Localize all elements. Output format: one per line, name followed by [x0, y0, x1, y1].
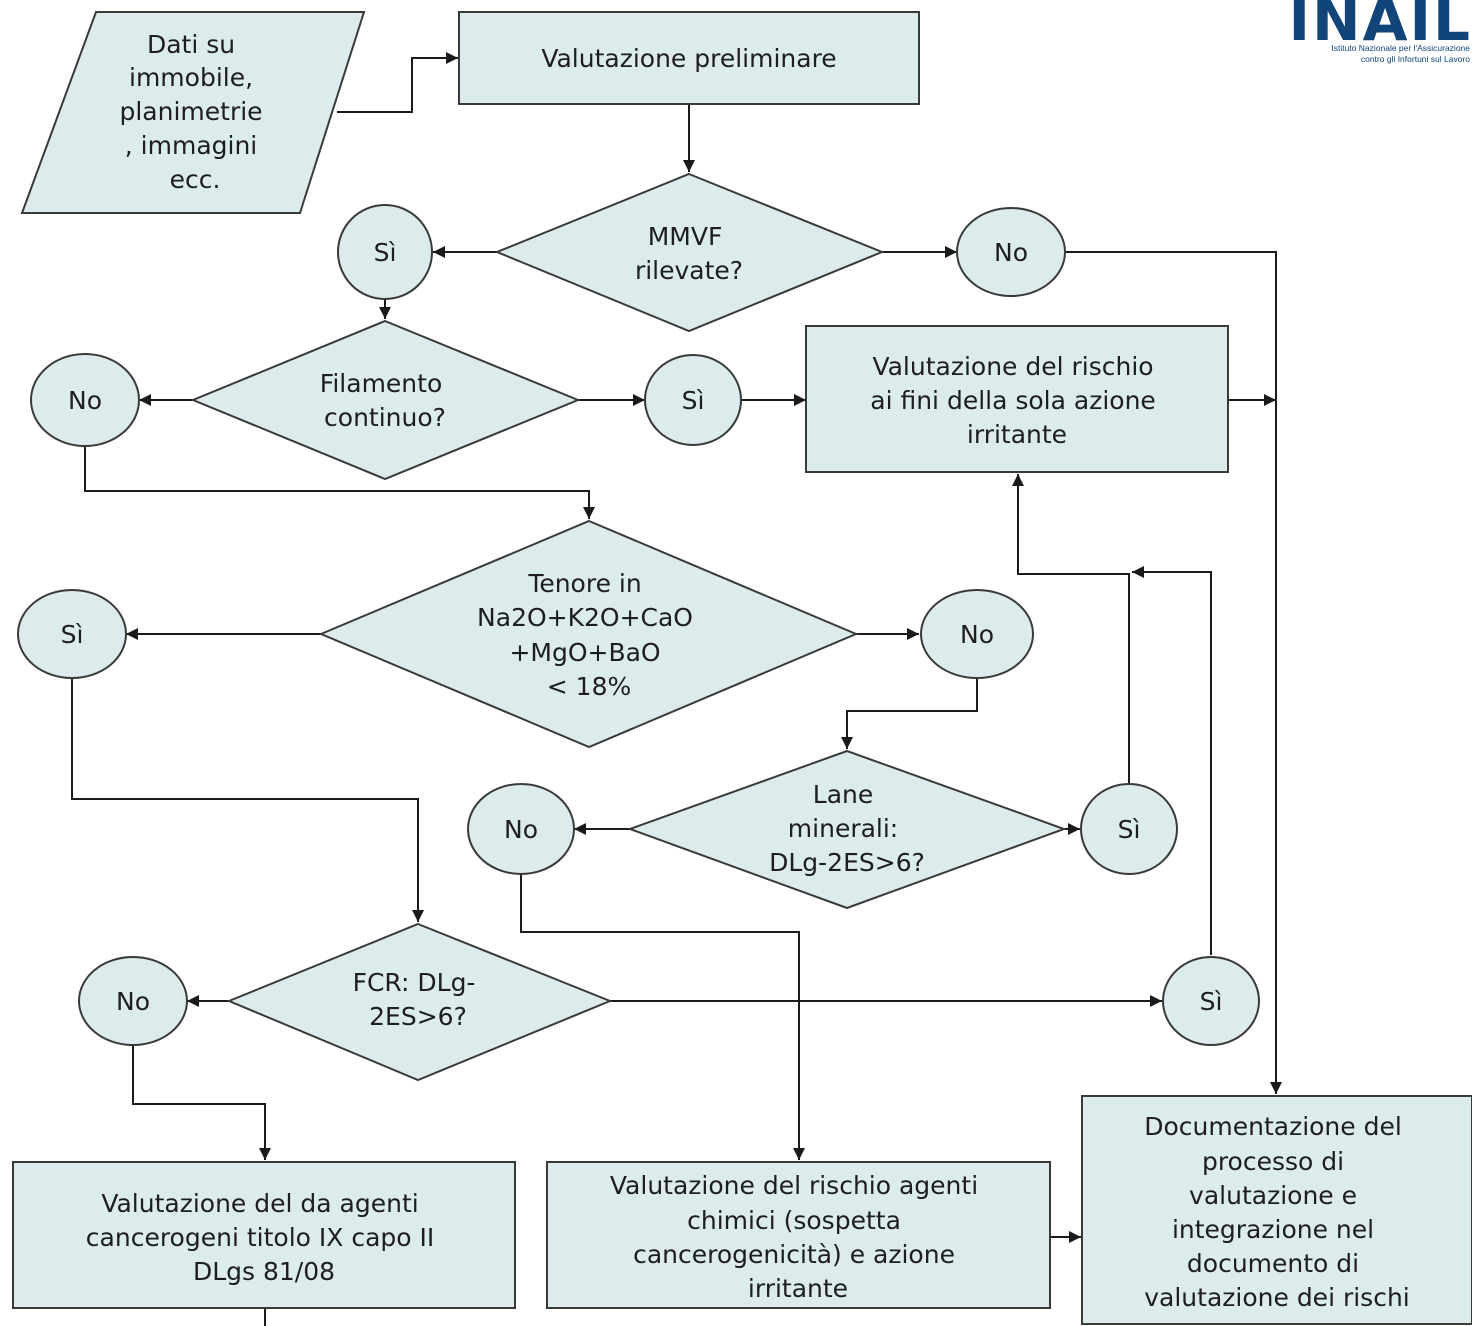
- edge-no2-to-tenore: [84, 440, 595, 519]
- circle-si-4: Sì: [1080, 783, 1178, 875]
- svg-text:Valutazione del rischio: Valutazione del rischio ai fini della so…: [870, 352, 1164, 449]
- svg-text:Sì: Sì: [1200, 987, 1223, 1016]
- svg-text:Sì: Sì: [61, 620, 84, 649]
- edge-no1-to-documentazione: [1065, 251, 1282, 1094]
- decision-lane-minerali: Lane minerali: DLg-2ES>6?: [627, 749, 1067, 910]
- edge-no3-to-lane: [841, 676, 978, 749]
- decision-fcr: FCR: DLg- 2ES>6?: [226, 922, 613, 1082]
- inail-logo: INAIL Istituto Nazionale per l'Assicuraz…: [1288, 0, 1472, 64]
- decision-tenore: Tenore in Na2O+K2O+CaO +MgO+BaO < 18%: [318, 519, 859, 749]
- edge-si4-to-irritante: [1012, 474, 1130, 785]
- edges: [71, 52, 1282, 1326]
- circle-no-4: No: [467, 783, 575, 875]
- circle-no-1: No: [956, 207, 1066, 297]
- circle-no-5: No: [78, 956, 188, 1046]
- logo-subtitle-line2: contro gli Infortuni sul Lavoro: [1361, 54, 1470, 64]
- node-valutazione-preliminare: Valutazione preliminare: [458, 11, 920, 105]
- svg-text:Filamento continuo?: Filamento continuo?: [320, 369, 450, 432]
- svg-text:Tenore in Na2O+K2O+CaO: Tenore in Na2O+K2O+CaO +MgO+BaO < 18%: [477, 569, 701, 701]
- circle-si-3: Sì: [17, 589, 127, 679]
- circle-si-1: Sì: [337, 204, 433, 300]
- circle-no-2: No: [30, 353, 140, 447]
- circle-si-2: Sì: [644, 354, 742, 446]
- svg-text:Valutazione del rischio agenti: Valutazione del rischio agenti chimici (…: [610, 1171, 986, 1303]
- svg-text:No: No: [994, 238, 1028, 267]
- circle-no-3: No: [920, 589, 1034, 679]
- node-dati-immobile: Dati su immobile, planimetrie , immagini…: [20, 11, 366, 214]
- edge-no5-to-cancerogeni: [132, 1043, 271, 1160]
- svg-text:No: No: [960, 620, 994, 649]
- svg-text:FCR: DLg- 2ES>6?: FCR: DLg- 2ES>6?: [353, 968, 484, 1031]
- svg-text:MMVF rilevate?: MMVF rilevate?: [635, 222, 743, 285]
- svg-text:Valutazione preliminare: Valutazione preliminare: [541, 44, 836, 73]
- svg-text:Documentazione del proce: Documentazione del processo di valutazio…: [1144, 1112, 1410, 1312]
- logo-subtitle-line1: Istituto Nazionale per l'Assicurazione: [1331, 43, 1470, 53]
- svg-text:Sì: Sì: [1118, 815, 1141, 844]
- svg-text:No: No: [504, 815, 538, 844]
- dati-label: Dati su immobile, planimetrie , immagini…: [119, 30, 270, 194]
- svg-text:Sì: Sì: [682, 386, 705, 415]
- decision-mmvf-rilevate: MMVF rilevate?: [494, 172, 885, 333]
- svg-text:No: No: [116, 987, 150, 1016]
- circle-si-5: Sì: [1162, 956, 1260, 1046]
- decision-filamento-continuo: Filamento continuo?: [190, 319, 581, 481]
- node-documentazione: Documentazione del processo di valutazio…: [1081, 1095, 1472, 1325]
- node-valutazione-cancerogeni: Valutazione del da agenti cancerogeni ti…: [12, 1161, 516, 1309]
- node-valutazione-irritante: Valutazione del rischio ai fini della so…: [805, 325, 1229, 473]
- edge-si3-to-fcr: [71, 676, 424, 922]
- node-valutazione-agenti-chimici: Valutazione del rischio agenti chimici (…: [546, 1161, 1051, 1309]
- edge-no4-to-chimici: [520, 872, 805, 1160]
- edge-dati-to-valutazione: [337, 52, 458, 113]
- svg-text:No: No: [68, 386, 102, 415]
- svg-text:Valutazione del da agenti: Valutazione del da agenti cancerogeni ti…: [86, 1189, 442, 1286]
- logo-wordmark: INAIL: [1288, 0, 1472, 54]
- svg-text:Lane minerali: DLg: Lane minerali: DLg-2ES>6?: [769, 780, 925, 877]
- svg-text:Sì: Sì: [374, 238, 397, 267]
- edge-si5-to-irritante-path: [1132, 566, 1212, 955]
